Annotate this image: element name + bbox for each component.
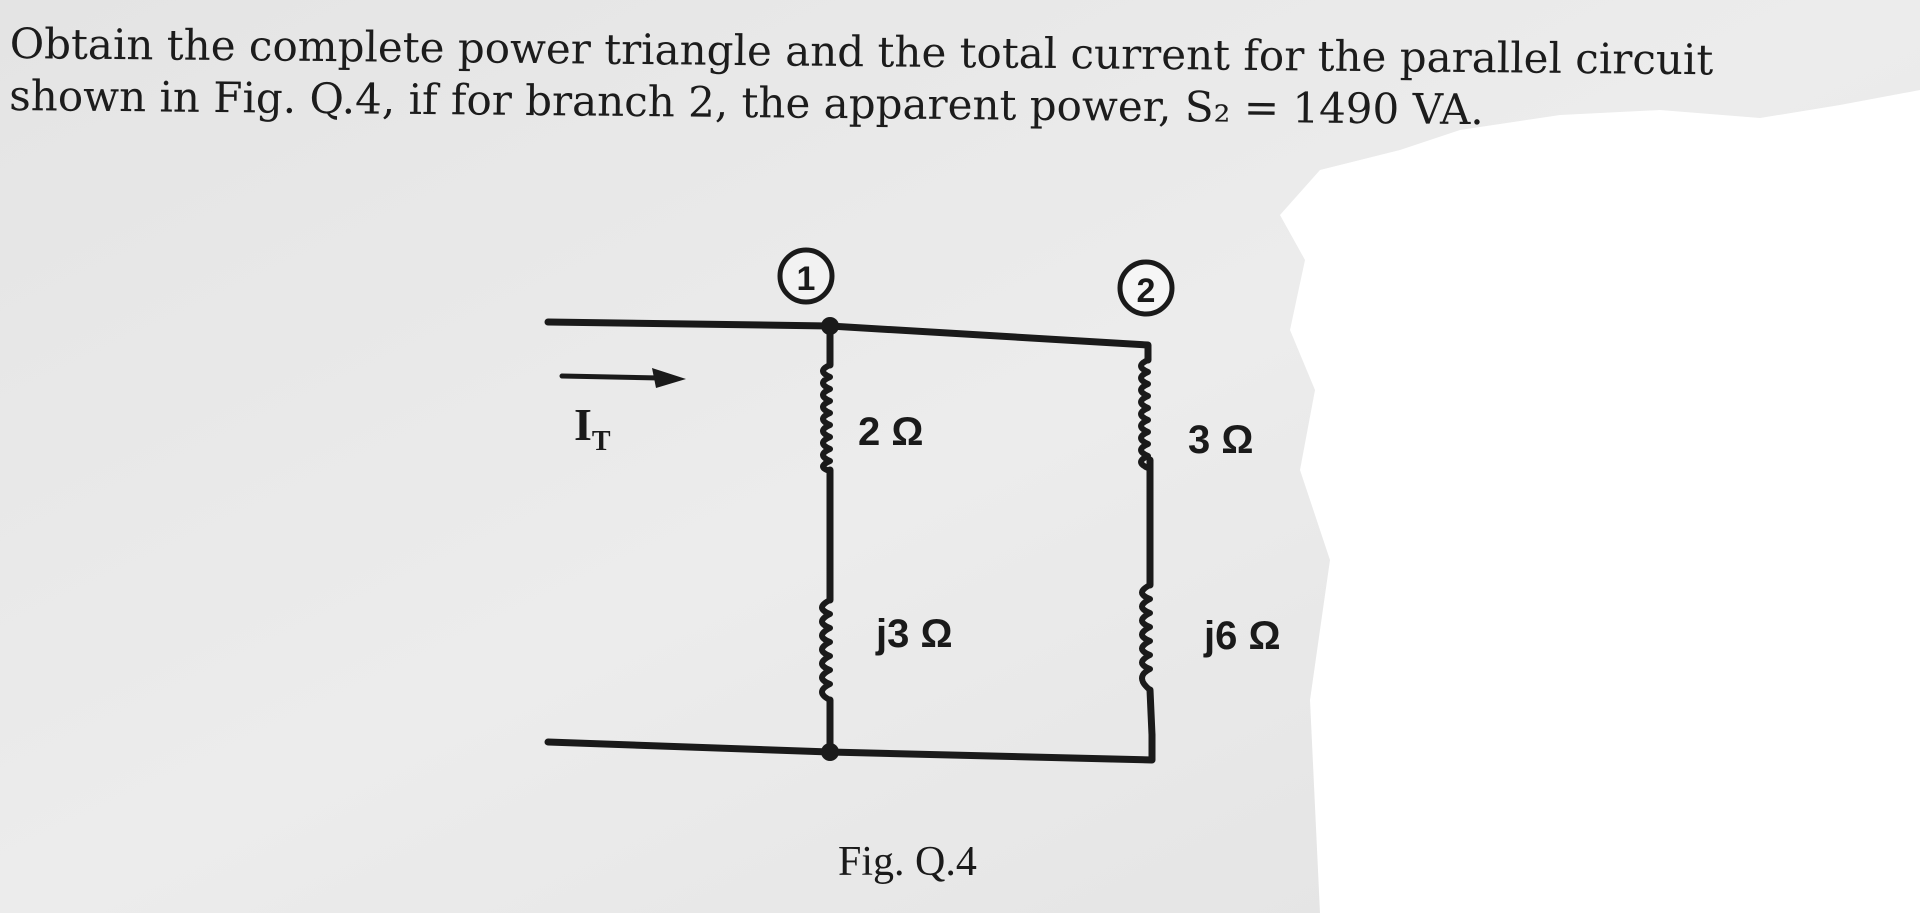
total-current-label: IT bbox=[574, 398, 611, 458]
branch1-resistor-coil bbox=[820, 362, 833, 474]
bottom-junction-dot bbox=[821, 743, 839, 761]
branch1-reactance-label: j3 Ω bbox=[876, 612, 953, 656]
white-torn-area bbox=[1280, 90, 1920, 913]
branch1-number-circle bbox=[777, 247, 835, 305]
branch1-number: 1 bbox=[797, 260, 816, 298]
current-arrow-head bbox=[652, 368, 686, 388]
top-junction-dot bbox=[821, 317, 839, 335]
figure-caption: Fig. Q.4 bbox=[838, 839, 977, 885]
branch2-reactance-label: j6 Ω bbox=[1204, 614, 1281, 658]
branch2-resistance-label: 3 Ω bbox=[1188, 418, 1254, 462]
bottom-wire bbox=[544, 731, 1156, 764]
branch2-number-circle bbox=[1117, 259, 1175, 317]
current-subscript: T bbox=[591, 426, 611, 458]
branch1-inductor-coil bbox=[819, 597, 833, 703]
branch2-resistor-coil bbox=[1138, 357, 1151, 471]
current-symbol: I bbox=[574, 399, 592, 450]
top-wire bbox=[544, 318, 1152, 364]
branch2-bottom-lead bbox=[1146, 686, 1156, 739]
branch1-resistance-label: 2 Ω bbox=[858, 410, 924, 454]
current-arrow-shaft bbox=[559, 373, 663, 381]
branch2-number: 2 bbox=[1137, 272, 1156, 310]
branch2-inductor-coil bbox=[1139, 582, 1153, 693]
